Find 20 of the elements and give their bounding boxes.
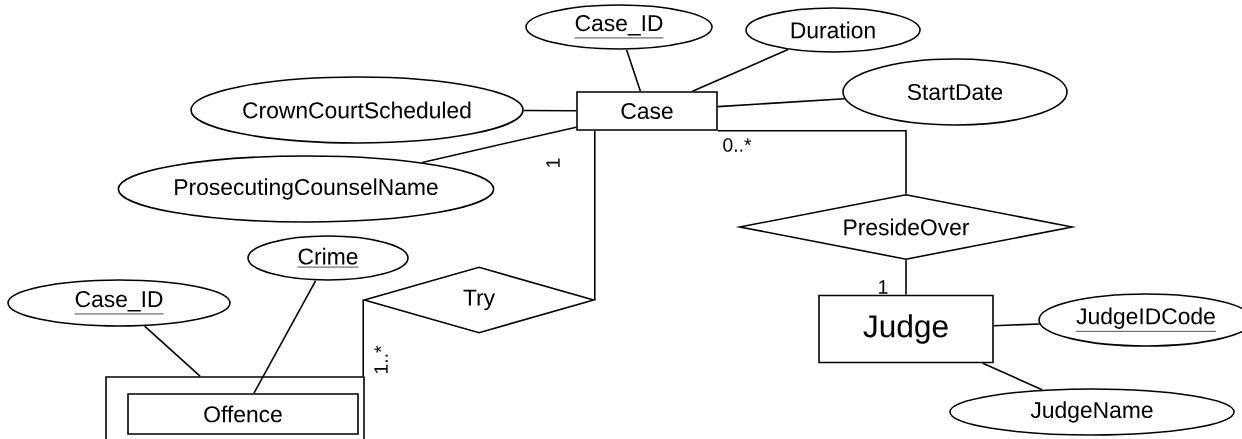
connector-line [717, 98, 846, 108]
connector-line [625, 48, 642, 92]
connector-line [905, 259, 907, 296]
connector-line [253, 279, 317, 394]
entity-box: Judge [818, 294, 994, 364]
connector-line [594, 130, 596, 301]
cardinality-label: 1 [546, 158, 560, 167]
connector-line [362, 299, 364, 377]
connector-line [421, 126, 577, 164]
entity-box: Case [576, 91, 718, 131]
connector-line [523, 109, 577, 112]
connector-line [691, 48, 789, 92]
weak-entity-box: Offence [105, 376, 365, 439]
connector-line [982, 362, 1043, 391]
cardinality-label: 1 [879, 280, 888, 294]
connector-line [717, 130, 907, 195]
cardinality-label: 1..* [374, 345, 388, 374]
cardinality-label: 0..* [723, 138, 752, 152]
connector-line [143, 325, 201, 377]
connector-line [993, 323, 1041, 327]
